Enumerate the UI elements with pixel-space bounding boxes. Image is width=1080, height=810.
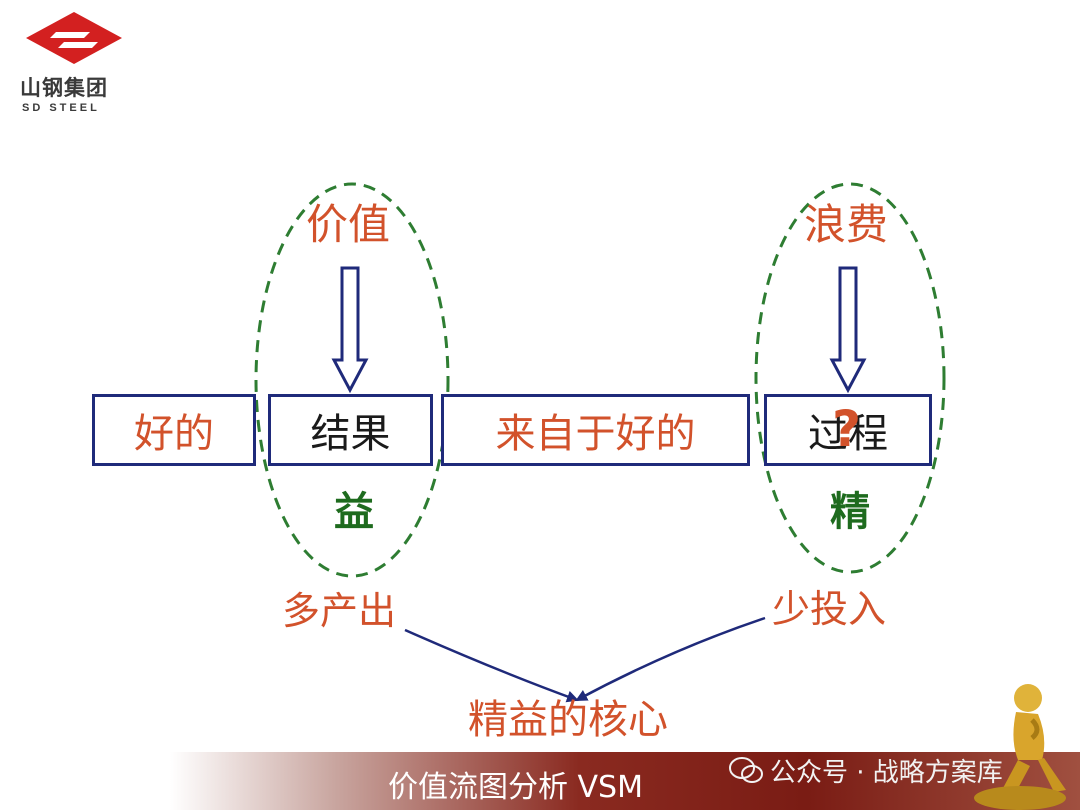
box-good-label: 好的 — [134, 411, 214, 457]
box-result-label: 结果 — [310, 411, 391, 457]
right-dashed-ellipse — [754, 182, 946, 574]
value-label: 价值 — [306, 200, 391, 249]
box-result: 结果 — [268, 394, 433, 466]
footer-bar — [170, 752, 1080, 810]
box-process: 过程 — [764, 394, 932, 466]
box-good: 好的 — [92, 394, 256, 466]
watermark-text: 公众号 · 战略方案库 — [770, 758, 1003, 788]
question-mark: ? — [832, 400, 862, 458]
left-down-arrow-icon — [331, 266, 369, 394]
right-converge-arrow — [575, 616, 766, 702]
footer-title: 价值流图分析 VSM — [388, 770, 643, 805]
box-from-good: 来自于好的 — [441, 394, 750, 466]
lean-label: 精 — [830, 489, 870, 535]
more-output-label: 多产出 — [282, 589, 397, 633]
waste-label: 浪费 — [804, 200, 889, 249]
wechat-icon — [729, 757, 763, 783]
left-dashed-ellipse — [254, 182, 450, 578]
logo-english-name: SD STEEL — [22, 102, 100, 114]
right-down-arrow-icon — [829, 266, 867, 394]
benefit-label: 益 — [334, 489, 374, 535]
box-process-label: 过程 — [808, 411, 888, 457]
logo-chinese-name: 山钢集团 — [20, 76, 108, 100]
left-converge-arrow — [404, 628, 579, 703]
company-logo: 山钢集团 SD STEEL — [18, 12, 128, 114]
logo-mark-icon — [26, 12, 122, 64]
box-from-good-label: 来自于好的 — [495, 411, 696, 457]
lean-core-label: 精益的核心 — [468, 697, 668, 743]
thinking-figure-icon — [974, 684, 1066, 810]
less-input-label: 少投入 — [772, 587, 887, 631]
